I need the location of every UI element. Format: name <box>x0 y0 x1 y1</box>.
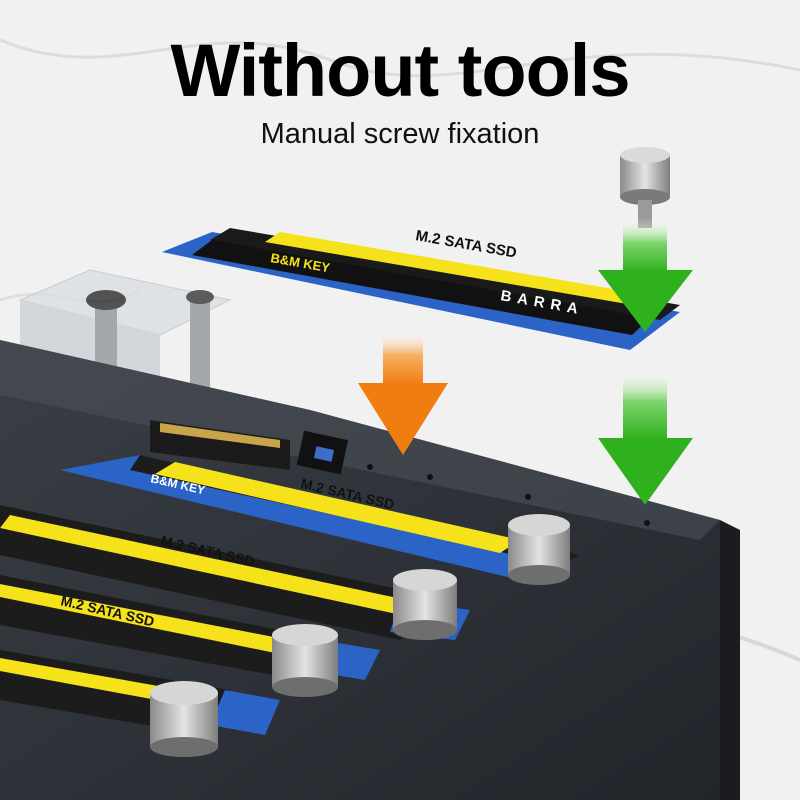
headline-subtitle: Manual screw fixation <box>260 118 540 150</box>
arrow-down-icon-green-top <box>598 218 693 332</box>
thumb-screw-4 <box>150 681 218 757</box>
arrow-down-icon-orange <box>358 330 448 455</box>
thumb-screw-1 <box>508 514 570 585</box>
floating-ssd <box>162 228 680 350</box>
arrow-down-icon-green-bottom <box>598 370 693 505</box>
thumb-screw-2 <box>393 569 457 640</box>
thumb-screw-3 <box>272 624 338 697</box>
headline-title: Without tools <box>170 29 631 112</box>
